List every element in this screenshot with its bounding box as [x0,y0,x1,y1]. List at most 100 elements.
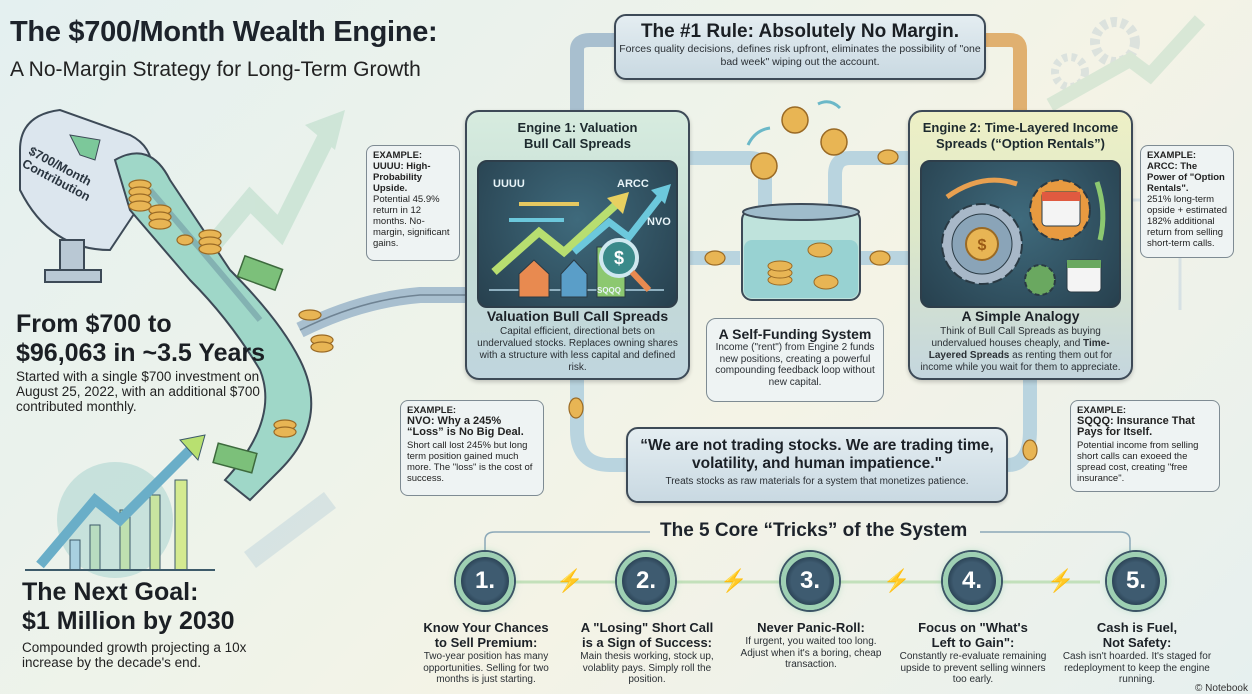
trick-item-5: Cash is Fuel,Not Safety: Cash isn't hoar… [1057,620,1217,686]
trick-title-line2: to Sell Premium: [434,635,538,650]
bg-arrow-icon [244,492,336,568]
trick-title-line1: Focus on "What's [918,620,1028,635]
ticker-label-nvo: NVO [647,216,671,228]
growth-headline-line2: $96,063 in ~3.5 Years [16,339,266,367]
trick-title-line1: Cash is Fuel, [1096,620,1178,635]
bg-gear-icon [1046,15,1206,112]
trick-item-3: Never Panic-Roll: If urgent, you waited … [731,620,891,671]
growth-chart-icon [25,434,215,578]
trick-title: Never Panic-Roll: [731,620,891,635]
quote-text-line1: “We are not trading stocks. We are tradi… [640,437,994,454]
trick-title: Cash is Fuel,Not Safety: [1057,620,1217,650]
growth-headline-line1: From $700 to [16,310,172,338]
trick-number-3: 3. [781,552,839,610]
rule-title: The #1 Rule: Absolutely No Margin. [640,21,960,42]
trick-title-line2: Left to Gain": [931,635,1015,650]
svg-text:$: $ [614,248,624,268]
example-callout-sqqq: EXAMPLE: SQQQ: Insurance That Pays for I… [1070,400,1220,492]
quote-caption: Treats stocks as raw materials for a sys… [665,476,969,487]
engine1-title: Engine 1: Valuation Bull Call Spreads [467,120,688,152]
example-body: 251% long-term opside + estimated 182% a… [1147,194,1228,249]
svg-text:$: $ [978,237,987,254]
trick-body: Two-year position has many opportunities… [423,651,549,685]
example-label: EXAMPLE: [407,405,457,416]
gears-calendar-icon: $ [941,177,1106,296]
trick-title-line2: is a Sign of Success: [581,635,713,650]
rule-description: Forces quality decisions, defines risk u… [619,43,981,68]
trick-title-line1: Never Panic-Roll: [757,620,865,635]
engine1-title-line1: Engine 1: Valuation [517,120,638,135]
engine2-description: Think of Bull Call Spreads as buying und… [910,324,1131,376]
trick-body: Constantly re-evaluate remaining upside … [899,651,1047,685]
goal-headline: The Next Goal: $1 Million by 2030 [22,578,235,636]
trick-number-2: 2. [617,552,675,610]
trick-title-line1: A "Losing" Short Call [580,620,714,635]
engine2-description-part1: Think of Bull Call Spreads as buying und… [931,326,1101,349]
growth-headline: From $700 to $96,063 in ~3.5 Years [16,310,265,368]
lightning-bolt-icon: ⚡ [720,568,748,593]
example-body: Potential 45.9% return in 12 months. No-… [373,194,450,249]
lightning-bolt-icon: ⚡ [1047,568,1075,593]
quote-box: “We are not trading stocks. We are tradi… [626,427,1008,503]
engine1-title-line2: Bull Call Spreads [524,136,631,151]
engine2-description-part2: as renting them out for income while you… [920,350,1121,373]
example-heading: NVO: Why a 245% “Loss” is No Big Deal. [407,415,524,438]
trick-number-1: 1. [456,552,514,610]
engine1-illustration: $ UUUU ARCC NVO SQQQ [477,160,678,308]
example-heading: SQQQ: Insurance That Pays for Itself. [1077,415,1195,438]
bg-growth-arrow-icon [193,110,345,266]
example-body: Potential income from selling short call… [1077,440,1199,484]
page-subtitle: A No-Margin Strategy for Long-Term Growt… [10,58,421,81]
goal-description: Compounded growth projecting a 10x incre… [22,640,247,670]
pipe-coin-icon [568,149,1038,461]
example-body: Short call lost 245% but long term posit… [407,440,533,484]
rule-box: The #1 Rule: Absolutely No Margin. Force… [614,14,986,80]
growth-description: Started with a single $700 investment on… [16,369,260,414]
engine1-summary: Valuation Bull Call Spreads Capital effi… [467,308,688,376]
engine2-card: Engine 2: Time-Layered Income Spreads (“… [908,110,1133,380]
engine2-title: Engine 2: Time-Layered Income Spreads (“… [910,120,1131,152]
bull-spread-chart-icon: $ [489,184,671,298]
ticker-label-arcc: ARCC [617,178,649,190]
trick-number-4: 4. [943,552,1001,610]
self-funding-title: A Self-Funding System [718,326,872,342]
goal-headline-line1: The Next Goal: [22,578,199,606]
example-label: EXAMPLE: [373,150,423,161]
engine1-description: Capital efficient, directional bets on u… [477,326,678,373]
watermark: © Notebook [1195,683,1248,694]
cash-stack-icon [212,254,284,474]
example-callout-arcc: EXAMPLE: ARCC: The Power of "Option Rent… [1140,145,1234,258]
example-heading: ARCC: The Power of "Option Rentals". [1147,161,1225,194]
trick-body: Cash isn't hoarded. It's staged for rede… [1062,651,1212,685]
engine2-title-line1: Engine 2: Time-Layered Income [922,120,1119,135]
engine2-description-bold: Time-Layered Spreads [928,338,1110,361]
trick-body: If urgent, you waited too long. Adjust w… [740,636,882,670]
example-callout-nvo: EXAMPLE: NVO: Why a 245% “Loss” is No Bi… [400,400,544,496]
quote-text: “We are not trading stocks. We are tradi… [628,437,1006,473]
engine1-subtitle: Valuation Bull Call Spreads [486,308,669,324]
tricks-title: The 5 Core “Tricks” of the System [660,520,968,541]
example-callout-uuuu: EXAMPLE: UUUU: High-Probability Upside. … [366,145,460,261]
trick-title-line2: Not Safety: [1102,635,1172,650]
example-label: EXAMPLE: [1077,405,1127,416]
quote-text-line2: volatility, and human impatience." [692,455,942,472]
lightning-bolt-icon: ⚡ [883,568,911,593]
engine1-card: Engine 1: Valuation Bull Call Spreads $ … [465,110,690,380]
ticker-label-sqqq: SQQQ [597,286,622,295]
trick-body: Main thesis working, stock up, volablity… [580,651,714,685]
page-title: The $700/Month Wealth Engine: [10,16,438,48]
goal-headline-line2: $1 Million by 2030 [22,607,235,635]
trick-number-5: 5. [1107,552,1165,610]
engine2-summary: A Simple Analogy Think of Bull Call Spre… [910,308,1131,376]
lightning-bolt-icon: ⚡ [556,568,584,593]
engine2-title-line2: Spreads (“Option Rentals”) [935,136,1106,151]
engine2-illustration: $ [920,160,1121,308]
ticker-label-uuuu: UUUU [493,178,525,190]
